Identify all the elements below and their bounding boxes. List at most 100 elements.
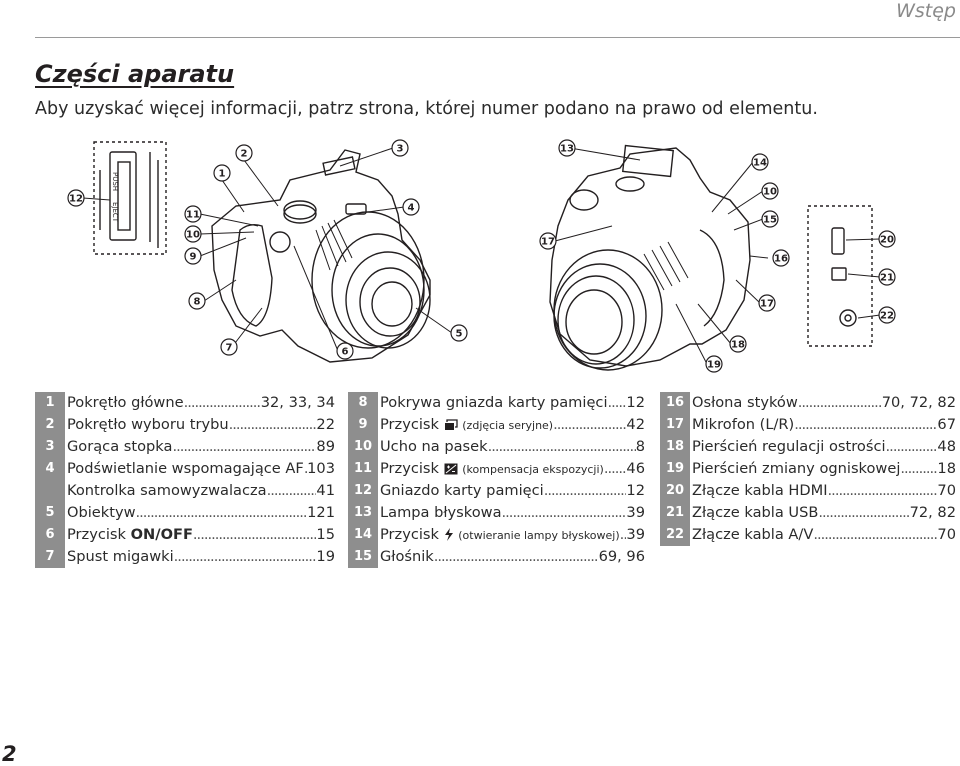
av-port [839, 309, 857, 327]
callout-number: 14 [753, 158, 767, 169]
leader-dots: ........................................… [135, 504, 308, 521]
page-number: 2 [2, 742, 17, 766]
leader-dots: ........................................… [228, 416, 317, 433]
legend-item: Kontrolka samowyzwalacza................… [35, 480, 335, 502]
legend-item-page: 69, 96 [598, 548, 645, 565]
legend-item-text: Złącze kabla USB [692, 504, 819, 521]
legend-item-text: Złącze kabla HDMI [692, 482, 828, 499]
card-slot-eject: EJECT [111, 202, 119, 223]
callout-number: 11 [186, 210, 200, 221]
legend-item-page: 121 [307, 504, 335, 521]
legend-item-text: Pierścień regulacji ostrości [692, 438, 886, 455]
legend-item-text: Pokrywa gniazda karty pamięci [380, 394, 608, 411]
legend-item-page: 39 [626, 526, 645, 543]
legend-item-page: 70 [937, 526, 956, 543]
legend-item-text: Złącze kabla A/V [692, 526, 814, 543]
legend-item-page: 15 [316, 526, 335, 543]
callout-number: 17 [541, 237, 555, 248]
callout-circle [184, 225, 202, 243]
callout-number: 10 [186, 230, 200, 241]
legend-item-number: 22 [660, 524, 690, 546]
legend-item-number: 14 [348, 524, 378, 546]
legend-item-page: 70 [937, 482, 956, 499]
callout-number: 13 [560, 144, 574, 155]
callout-number: 19 [707, 360, 721, 371]
callout-number: 22 [880, 311, 894, 322]
legend-item-number: 18 [660, 436, 690, 458]
legend-item-page: 72, 82 [909, 504, 956, 521]
legend-item-number: 19 [660, 458, 690, 480]
card-slot [109, 151, 137, 241]
card-slot-push: PUSH [111, 172, 119, 191]
legend-item-page: 18 [937, 460, 956, 477]
callout-number: 17 [760, 299, 774, 310]
leader-dots: ........................................… [192, 526, 317, 543]
legend-item-bold: ON/OFF [130, 526, 193, 543]
legend-item-text: Gniazdo karty pamięci [380, 482, 544, 499]
legend-item-text: Lampa błyskowa [380, 504, 502, 521]
legend-item-page: 67 [937, 416, 956, 433]
callout-circle [188, 292, 206, 310]
callout-circle [220, 338, 238, 356]
callout-circle [391, 139, 409, 157]
callout-number: 12 [69, 194, 83, 205]
legend-item-number: 10 [348, 436, 378, 458]
callout-number: 15 [763, 215, 777, 226]
legend-item-number: 9 [348, 414, 378, 436]
exposure-compensation-icon [444, 460, 458, 482]
legend-item-number: 1 [35, 392, 65, 414]
leader-dots: ........................................… [303, 460, 308, 477]
leader-dots: ........................................… [797, 394, 882, 411]
callout-number: 8 [194, 297, 201, 308]
legend-item-page: 19 [316, 548, 335, 565]
legend-item-text: Mikrofon (L/R) [692, 416, 795, 433]
callout-number: 10 [763, 187, 777, 198]
legend-item-page: 39 [626, 504, 645, 521]
usb-port [831, 267, 847, 281]
legend-item-note: (otwieranie lampy błyskowej) [458, 529, 620, 542]
callout-circle [67, 189, 85, 207]
leader-dots: ........................................… [487, 438, 636, 455]
leader-dots: ........................................… [501, 504, 627, 521]
legend-item-page: 32, 33, 34 [260, 394, 335, 411]
legend-item-page: 8 [635, 438, 645, 455]
legend-item-note: (kompensacja ekspozycji) [462, 463, 604, 476]
callout-circle [878, 306, 896, 324]
legend-item-page: 12 [626, 394, 645, 411]
connector-panel-inset [807, 205, 873, 347]
callout-number: 5 [456, 329, 463, 340]
legend-item-number: 13 [348, 502, 378, 524]
legend-item-text: Obiektyw [67, 504, 136, 521]
legend-item-page: 42 [626, 416, 645, 433]
legend-item-note: (zdjęcia seryjne) [462, 419, 554, 432]
legend-item-number: 8 [348, 392, 378, 414]
legend-item-text: Pierścień zmiany ogniskowej [692, 460, 901, 477]
legend-item-page: 41 [316, 482, 335, 499]
legend-item-text: Osłona styków [692, 394, 798, 411]
callout-circle [761, 210, 779, 228]
legend-item-text: Gorąca stopka [67, 438, 173, 455]
leader-dots: ........................................… [885, 438, 938, 455]
legend-item-number: 4 [35, 458, 65, 480]
legend-item-number: 12 [348, 480, 378, 502]
callout-number: 1 [219, 169, 226, 180]
callout-circle [751, 153, 769, 171]
legend-item-page: 22 [316, 416, 335, 433]
card-slot-inset [93, 141, 167, 255]
callout-circle [729, 335, 747, 353]
callout-number: 21 [880, 273, 894, 284]
